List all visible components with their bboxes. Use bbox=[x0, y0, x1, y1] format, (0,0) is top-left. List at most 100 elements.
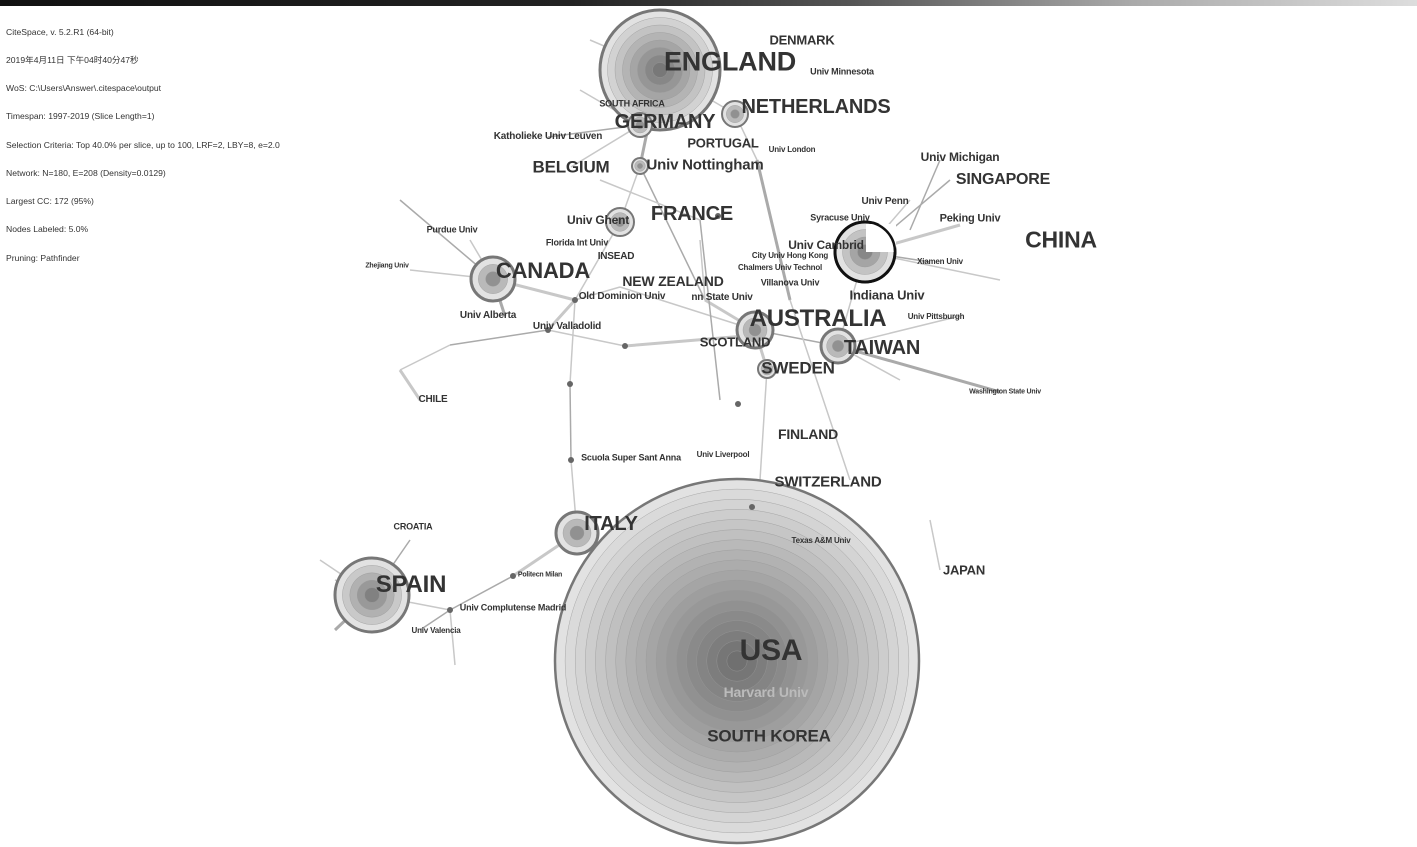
node-label[interactable]: SINGAPORE bbox=[955, 171, 1051, 188]
node-label[interactable]: PORTUGAL bbox=[687, 135, 759, 151]
node-label[interactable]: Villanova Univ bbox=[760, 277, 820, 288]
node-label[interactable]: Univ Pittsburgh bbox=[907, 312, 965, 321]
info-line: Selection Criteria: Top 40.0% per slice,… bbox=[6, 139, 280, 150]
node-label[interactable]: nn State Univ bbox=[691, 292, 753, 303]
node-label[interactable]: Katholieke Univ Leuven bbox=[493, 131, 603, 142]
node-label[interactable]: Florida Int Univ bbox=[545, 237, 609, 248]
node-label[interactable]: Univ Complutense Madrid bbox=[459, 602, 567, 613]
edge bbox=[449, 575, 514, 611]
edge bbox=[929, 519, 941, 571]
node-dot bbox=[447, 607, 453, 613]
node-label[interactable]: SCOTLAND bbox=[699, 334, 771, 350]
node-label[interactable]: Xiamen Univ bbox=[917, 257, 963, 266]
node-label[interactable]: CANADA bbox=[495, 258, 591, 283]
edge bbox=[419, 609, 451, 631]
node-label[interactable]: SWEDEN bbox=[761, 358, 835, 378]
edge bbox=[624, 334, 746, 348]
edge bbox=[837, 344, 1001, 394]
node-label[interactable]: Univ Minnesota bbox=[810, 66, 874, 77]
node-label[interactable]: Washington State Univ bbox=[969, 388, 1041, 396]
node-ring bbox=[635, 120, 645, 130]
node-ring bbox=[652, 62, 668, 78]
node-label[interactable]: CHINA bbox=[1025, 226, 1097, 253]
node-label[interactable]: Politecn Milan bbox=[517, 571, 563, 579]
node-label[interactable]: Old Dominion Univ bbox=[578, 291, 666, 302]
node-label[interactable]: SOUTH KOREA bbox=[707, 726, 831, 746]
node-ring bbox=[763, 365, 771, 373]
node-label[interactable]: Univ Valencia bbox=[411, 626, 461, 635]
edge bbox=[449, 329, 549, 346]
node-label[interactable]: Univ London bbox=[768, 145, 816, 154]
edge bbox=[449, 609, 456, 666]
node-label[interactable]: Peking Univ bbox=[939, 212, 1001, 225]
edge bbox=[398, 369, 422, 401]
node-label[interactable]: FINLAND bbox=[777, 426, 839, 442]
node-label[interactable]: ITALY bbox=[584, 513, 638, 535]
edge bbox=[547, 329, 626, 347]
node-label[interactable]: AUSTRALIA bbox=[749, 305, 887, 332]
node-ring bbox=[637, 163, 643, 169]
node-label[interactable]: SOUTH AFRICA bbox=[599, 98, 665, 109]
node-label[interactable]: Univ Cambrid bbox=[788, 238, 864, 252]
node-ring bbox=[730, 109, 740, 119]
edge bbox=[755, 159, 792, 301]
edge bbox=[699, 219, 721, 401]
edge bbox=[574, 221, 621, 301]
edge bbox=[759, 368, 768, 481]
node-label[interactable]: Syracuse Univ bbox=[810, 212, 870, 223]
node-dot bbox=[568, 457, 574, 463]
node-label[interactable]: USA bbox=[739, 634, 803, 667]
node-dot bbox=[622, 343, 628, 349]
node-label[interactable]: Harvard Univ bbox=[723, 684, 809, 700]
info-line: Pruning: Pathfinder bbox=[6, 252, 80, 263]
node-label[interactable]: JAPAN bbox=[942, 562, 986, 578]
node-dot bbox=[545, 327, 551, 333]
node-ring bbox=[726, 650, 748, 672]
node-label[interactable]: Univ Michigan bbox=[920, 150, 1000, 164]
node-label[interactable]: Univ Penn bbox=[861, 196, 909, 207]
edge bbox=[574, 286, 621, 301]
node-label[interactable]: Indiana Univ bbox=[849, 287, 925, 303]
node-label[interactable]: SWITZERLAND bbox=[774, 473, 882, 491]
node-label[interactable]: ENGLAND bbox=[663, 46, 797, 77]
node-label[interactable]: SPAIN bbox=[375, 571, 447, 598]
node-label[interactable]: Purdue Univ bbox=[426, 224, 478, 235]
edge bbox=[569, 383, 572, 461]
node-label[interactable]: Scuola Super Sant Anna bbox=[581, 452, 681, 463]
node-dot bbox=[735, 401, 741, 407]
node-label[interactable]: City Univ Hong Kong bbox=[751, 251, 829, 260]
node-ring bbox=[364, 587, 380, 603]
node-label[interactable]: GERMANY bbox=[614, 111, 716, 133]
node-label[interactable]: CROATIA bbox=[393, 521, 433, 532]
node-label[interactable]: CHILE bbox=[418, 394, 448, 405]
node-label[interactable]: Univ Valladolid bbox=[532, 321, 602, 332]
edge bbox=[399, 344, 451, 371]
node-label[interactable]: DENMARK bbox=[769, 32, 835, 48]
node-label[interactable]: Univ Liverpool bbox=[696, 450, 750, 459]
node-ring bbox=[569, 525, 585, 541]
node-ring bbox=[832, 340, 844, 352]
edge bbox=[909, 159, 941, 231]
edge bbox=[546, 298, 577, 332]
node-label[interactable]: Univ Nottingham bbox=[646, 156, 764, 174]
edge bbox=[547, 124, 641, 138]
edge bbox=[570, 124, 641, 168]
node-label[interactable]: Univ Alberta bbox=[459, 310, 517, 321]
edge bbox=[639, 165, 706, 301]
node-label[interactable]: INSEAD bbox=[597, 251, 635, 262]
info-line: Largest CC: 172 (95%) bbox=[6, 196, 94, 207]
node-label[interactable]: Univ Ghent bbox=[566, 213, 630, 227]
node-label[interactable]: BELGIUM bbox=[532, 157, 610, 177]
node-label[interactable]: Chalmers Univ Technol bbox=[737, 263, 823, 272]
node-label[interactable]: TAIWAN bbox=[843, 337, 921, 359]
edge bbox=[789, 299, 851, 481]
edge bbox=[837, 315, 961, 347]
node-label[interactable]: Zhejiang Univ bbox=[365, 262, 409, 270]
node-dot bbox=[567, 381, 573, 387]
node-label[interactable]: Texas A&M Univ bbox=[791, 536, 851, 545]
node-label[interactable]: FRANCE bbox=[650, 203, 734, 225]
china-node-highlight bbox=[833, 220, 897, 284]
node-label[interactable]: NEW ZEALAND bbox=[622, 273, 724, 289]
node-label[interactable]: NETHERLANDS bbox=[741, 96, 891, 118]
